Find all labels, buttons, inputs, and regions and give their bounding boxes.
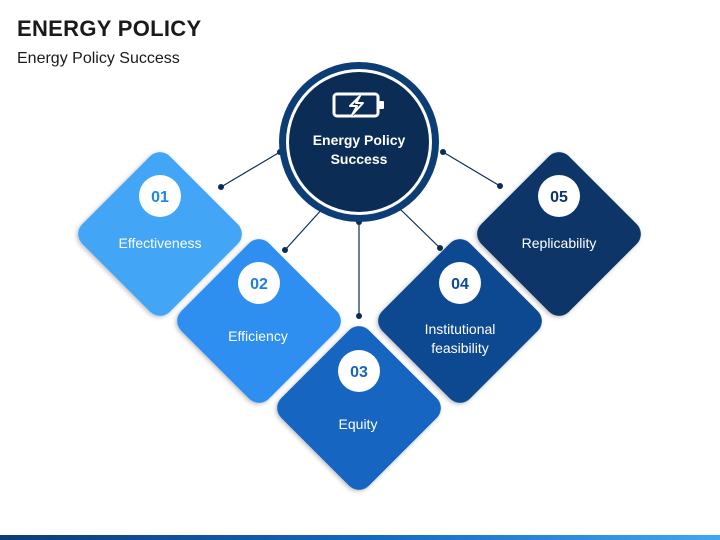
item-04-label-line2: feasibility	[431, 340, 489, 356]
center-node: Energy Policy Success	[279, 62, 439, 222]
item-03-label: Equity	[339, 416, 378, 432]
item-03-diamond	[277, 326, 441, 490]
item-04-number-circle	[439, 262, 481, 304]
item-05-number-circle	[538, 175, 580, 217]
item-04-number: 04	[451, 276, 469, 293]
connectors	[218, 149, 503, 319]
item-05-diamond	[477, 152, 641, 316]
item-05-number: 05	[550, 189, 568, 206]
item-03-number: 03	[350, 364, 368, 381]
center-circle	[289, 72, 429, 212]
center-label-line2: Success	[331, 151, 388, 167]
item-03-number-circle	[338, 350, 380, 392]
battery-charging-icon	[332, 92, 384, 118]
item-04-label-line1: Institutional	[425, 321, 496, 337]
connector-05	[440, 149, 503, 189]
item-03: 03 Equity	[277, 326, 441, 490]
item-02-diamond	[177, 239, 341, 403]
item-05: 05 Replicability	[477, 152, 641, 316]
item-04-diamond	[378, 239, 542, 403]
item-02-number: 02	[250, 276, 268, 293]
item-01-label: Effectiveness	[118, 235, 201, 251]
item-04: 04 Institutional feasibility	[378, 239, 542, 403]
item-02: 02 Efficiency	[177, 239, 341, 403]
bottom-accent-bar	[0, 535, 720, 540]
center-label-line1: Energy Policy	[313, 132, 406, 148]
connector-04	[396, 205, 443, 251]
connector-01	[218, 149, 283, 190]
page-subtitle: Energy Policy Success	[17, 50, 180, 67]
item-01-number-circle	[139, 175, 181, 217]
item-02-number-circle	[238, 262, 280, 304]
item-01-number: 01	[151, 189, 169, 206]
item-02-label: Efficiency	[228, 328, 288, 344]
page-title: ENERGY POLICY	[17, 16, 202, 41]
item-01-diamond	[78, 152, 242, 316]
item-01: 01 Effectiveness	[78, 152, 242, 316]
item-05-label: Replicability	[522, 235, 597, 251]
connector-02	[282, 205, 326, 253]
